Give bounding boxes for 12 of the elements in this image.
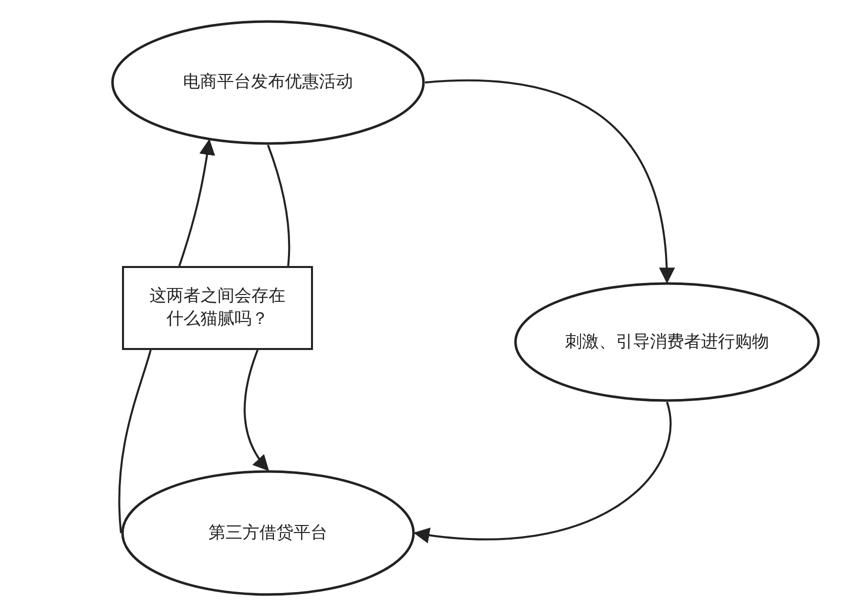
question-box xyxy=(122,266,313,350)
question-text: 这两者之间会存在什么猫腻吗？ xyxy=(148,285,286,331)
process-ellipse xyxy=(121,470,415,596)
arrow xyxy=(424,80,674,284)
arrow xyxy=(413,402,672,543)
process-ellipse xyxy=(111,20,425,145)
node-label: 第三方借贷平台 xyxy=(208,522,328,544)
node-label: 刺激、引导消费者进行购物 xyxy=(565,330,769,354)
process-ellipse xyxy=(514,282,820,402)
arrow xyxy=(178,138,216,266)
node-label: 电商平台发布优惠活动 xyxy=(183,71,353,94)
arrow xyxy=(244,350,270,472)
